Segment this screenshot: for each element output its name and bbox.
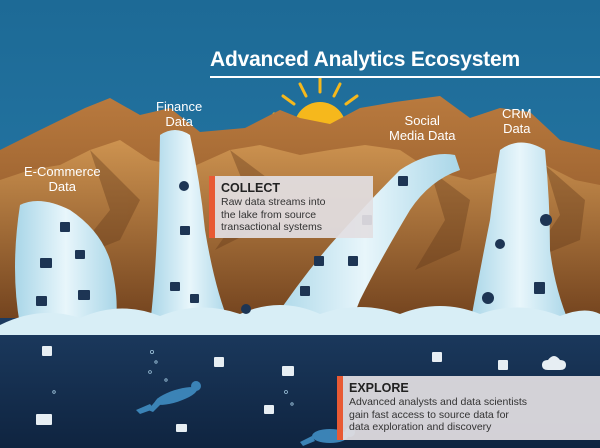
chart-icon xyxy=(540,214,552,226)
shopping-cart-icon xyxy=(42,346,52,356)
twitter-icon xyxy=(314,256,324,266)
page-title: Advanced Analytics Ecosystem xyxy=(210,48,520,71)
gear-icon xyxy=(241,304,251,314)
gear-icon xyxy=(36,296,47,306)
facebook-icon xyxy=(264,405,274,414)
source-label-line: Data xyxy=(165,114,193,129)
callout-accent-bar xyxy=(337,376,343,440)
crm-waterfall xyxy=(470,142,570,325)
waterfalls xyxy=(0,130,600,335)
explore-description: Advanced analysts and data scientists ga… xyxy=(349,396,592,434)
pinterest-icon xyxy=(300,286,310,296)
image-icon xyxy=(190,294,199,303)
clipboard-icon xyxy=(534,282,545,294)
collect-description-line: the lake from source xyxy=(221,208,317,221)
source-label-finance: Finance Data xyxy=(156,99,202,129)
water-splash xyxy=(0,305,600,335)
image-icon xyxy=(176,424,187,432)
explore-heading: EXPLORE xyxy=(349,381,409,395)
collect-description-line: transactional systems xyxy=(221,221,322,233)
image-icon xyxy=(348,256,358,266)
facebook-icon xyxy=(398,176,408,186)
shopping-cart-icon xyxy=(75,250,85,259)
gear-icon xyxy=(482,292,494,304)
explore-description-line: gain fast access to source data for xyxy=(349,408,509,421)
source-label-line: Data xyxy=(503,121,531,136)
collect-description-line: Raw data streams into xyxy=(221,196,326,208)
explore-description-line: data exploration and discovery xyxy=(349,421,492,433)
cloud-icon xyxy=(542,356,566,370)
source-label-line: E-Commerce xyxy=(24,164,101,179)
source-label-crm: CRM Data xyxy=(502,106,532,136)
source-label-line: Media Data xyxy=(389,128,456,143)
chart-icon xyxy=(78,290,90,300)
explore-description-line: Advanced analysts and data scientists xyxy=(349,396,528,408)
calendar-icon xyxy=(40,258,52,268)
callout-accent-bar xyxy=(209,176,215,238)
dollar-icon xyxy=(179,181,189,191)
scuba-diver-icon xyxy=(136,381,201,414)
explore-callout: EXPLORE Advanced analysts and data scien… xyxy=(337,376,600,440)
source-label-ecommerce: E-Commerce Data xyxy=(24,164,101,194)
source-label-line: Finance xyxy=(156,99,203,114)
image-icon xyxy=(432,352,442,362)
ecommerce-waterfall xyxy=(15,201,117,325)
calendar-icon xyxy=(170,282,180,291)
source-label-line: Social xyxy=(404,113,440,128)
avatar-icon xyxy=(495,239,505,249)
social-waterfall xyxy=(270,154,460,325)
chart-icon xyxy=(180,226,190,235)
collect-heading: COLLECT xyxy=(221,181,281,195)
source-label-line: Data xyxy=(48,179,77,194)
underwater-icons xyxy=(36,346,566,432)
title-underline xyxy=(210,76,600,78)
chart-icon xyxy=(214,357,224,367)
collect-callout: COLLECT Raw data streams into the lake f… xyxy=(209,176,373,238)
source-label-line: CRM xyxy=(502,106,532,121)
source-label-social: Social Media Data xyxy=(389,113,455,143)
calendar-icon xyxy=(36,414,52,425)
shopping-cart-icon xyxy=(60,222,70,232)
calendar-icon xyxy=(498,360,508,370)
twitter-icon xyxy=(282,366,294,376)
collect-description: Raw data streams into the lake from sour… xyxy=(221,196,365,234)
